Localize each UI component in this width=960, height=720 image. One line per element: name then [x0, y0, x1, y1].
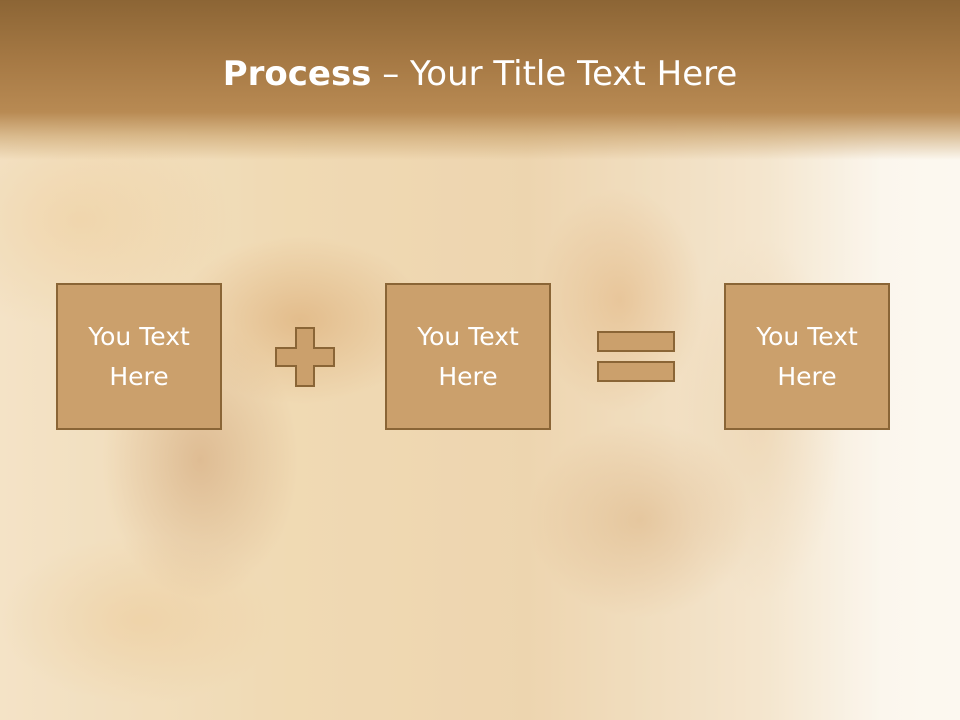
process-box-1-label: You Text Here — [88, 321, 190, 391]
plus-icon — [275, 327, 335, 387]
title-bold-word: Process — [222, 54, 372, 94]
process-box-2-label: You Text Here — [417, 321, 519, 391]
title-band — [0, 0, 960, 160]
process-box-2[interactable]: You Text Here — [385, 283, 551, 430]
process-box-3[interactable]: You Text Here — [724, 283, 890, 430]
process-box-3-label: You Text Here — [756, 321, 858, 391]
equals-icon — [597, 331, 675, 382]
process-box-1[interactable]: You Text Here — [56, 283, 222, 430]
slide-title[interactable]: Process – Your Title Text Here — [0, 52, 960, 96]
title-rest: – Your Title Text Here — [371, 54, 738, 94]
